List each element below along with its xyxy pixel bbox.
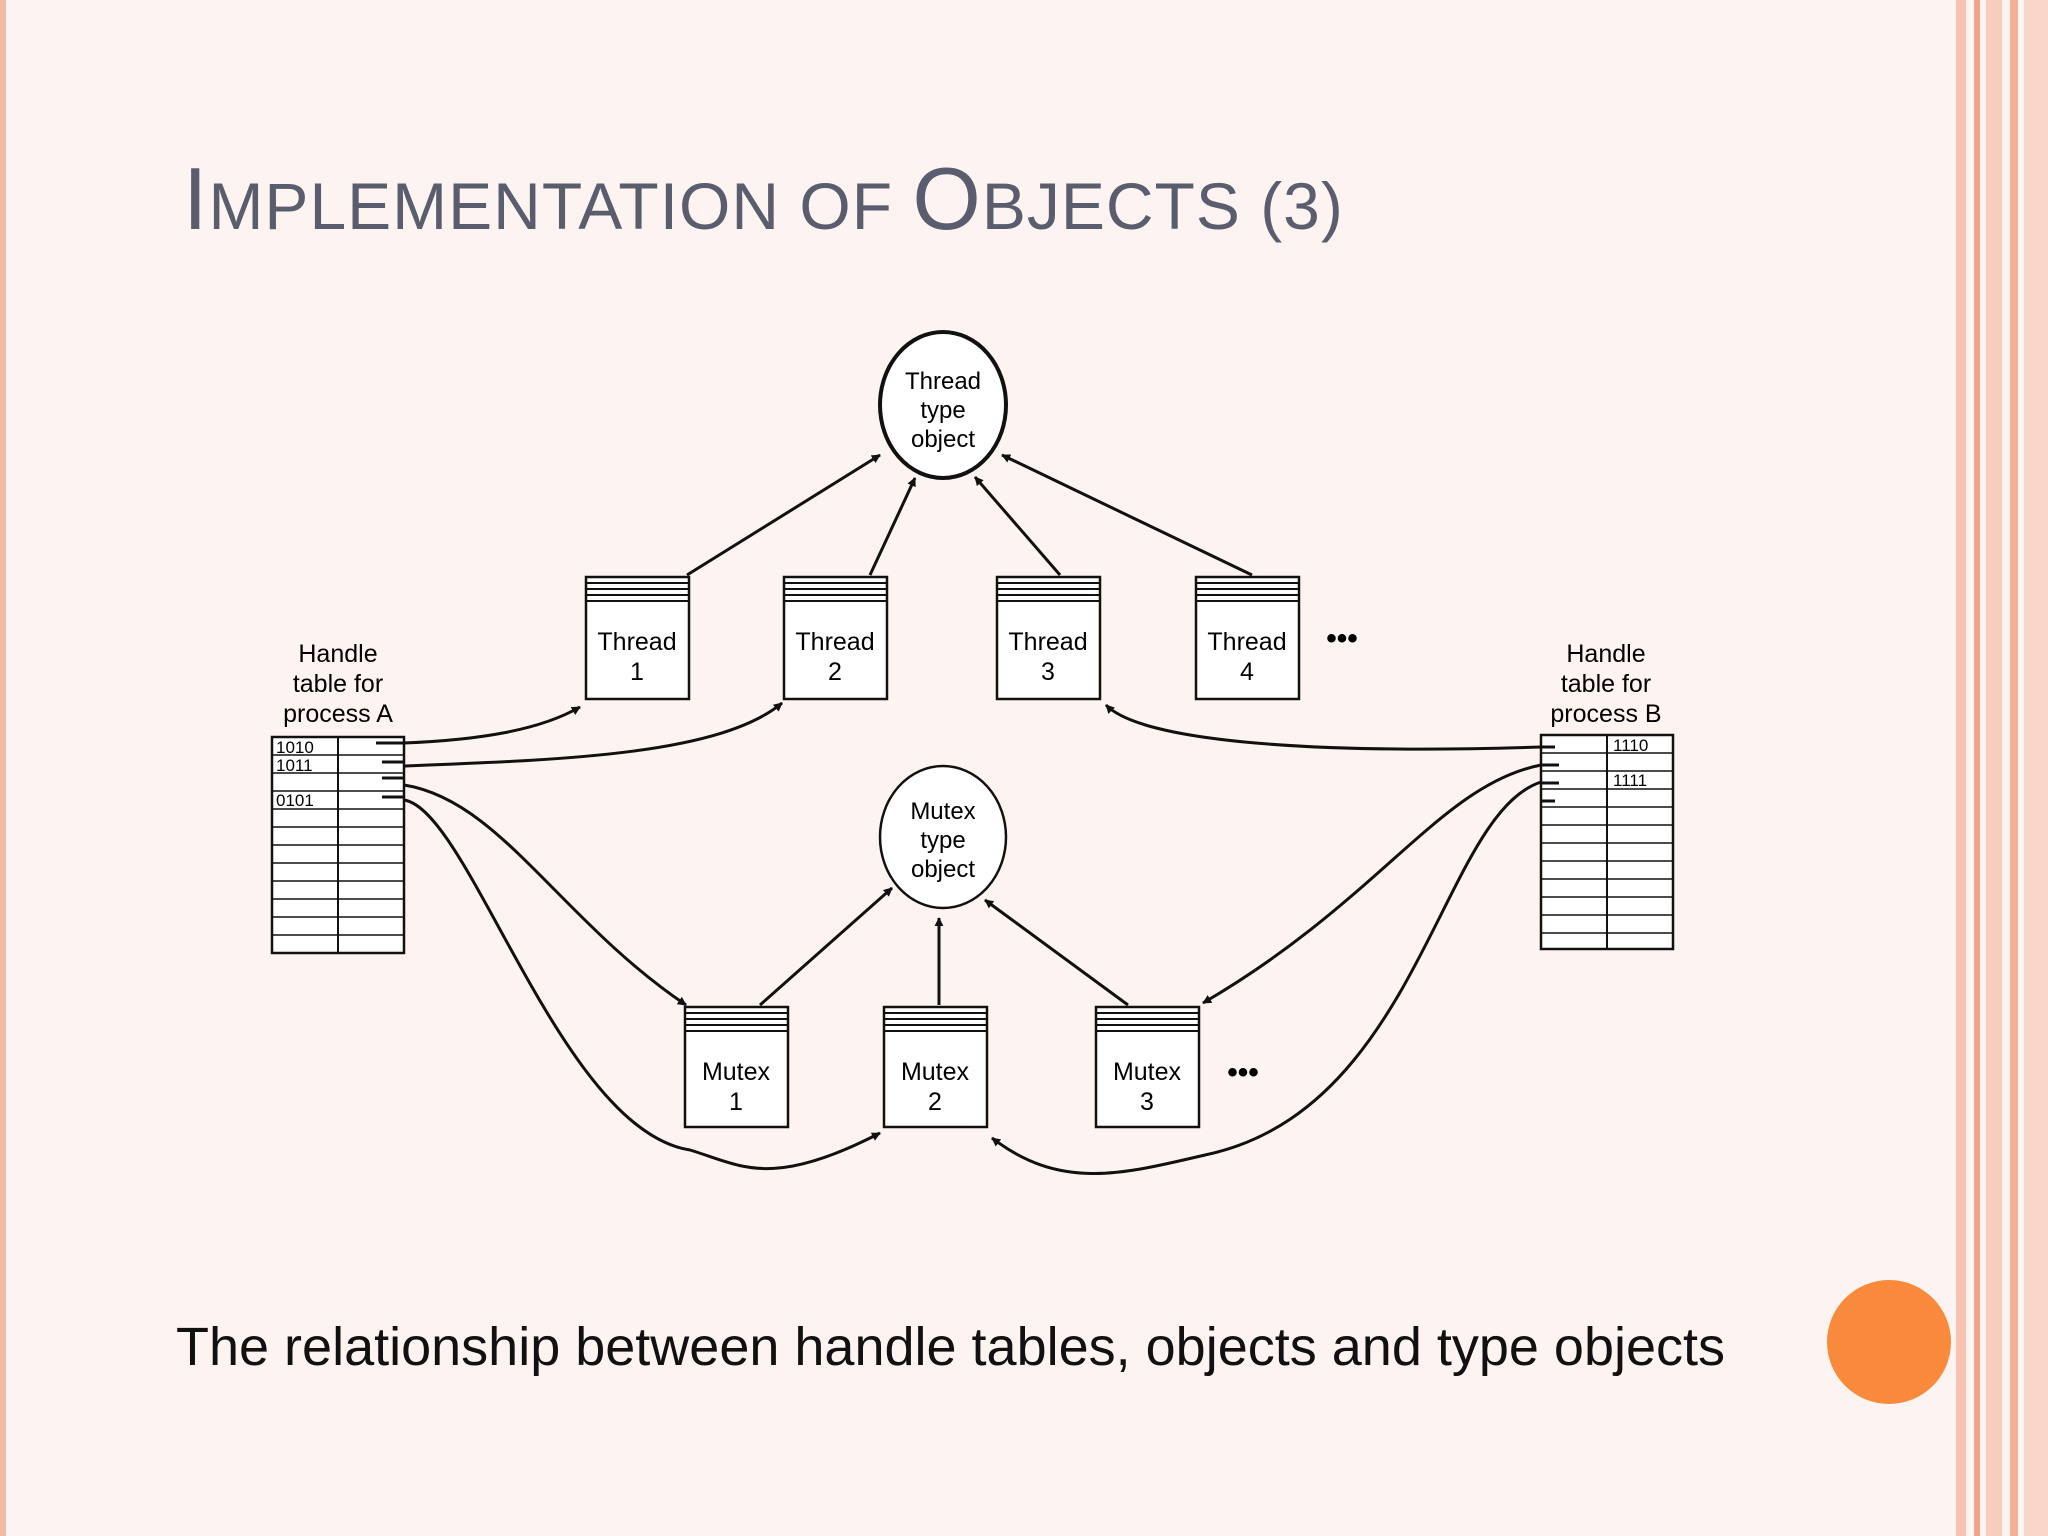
- thread-label: Thread: [795, 628, 874, 656]
- arrow-a-to-thread1: [403, 705, 581, 745]
- right-decor-stripe: [2010, 0, 2018, 1536]
- arrow-b-to-mutex2: [991, 780, 1542, 1175]
- title-rest: MPLEMENTATION OF: [208, 169, 913, 243]
- mutexes-ellipsis: •••: [1227, 1056, 1259, 1089]
- threads-ellipsis: •••: [1326, 622, 1358, 655]
- arrow-b-to-thread3: [1104, 703, 1542, 751]
- mutex-object-1: Mutex 1: [683, 1005, 790, 1129]
- mutex-label: Mutex: [702, 1058, 771, 1086]
- mutex-number: 2: [928, 1088, 942, 1116]
- left-edge-stripe: [0, 0, 6, 1536]
- handle-table-b-label: process B: [1550, 700, 1661, 728]
- handle-entry: 1011: [276, 756, 313, 775]
- mutex-number: 1: [729, 1088, 743, 1116]
- handle-table-b: Handle table for process B 1110 1111: [1539, 640, 1675, 951]
- accent-circle: [1827, 1280, 1951, 1404]
- thread-object-4: Thread 4: [1194, 575, 1301, 701]
- thread-number: 2: [828, 658, 842, 686]
- arrow-a-to-mutex2: [403, 798, 881, 1171]
- table-b-arrows: [991, 703, 1559, 1175]
- mutex-type-object: Mutex type object: [878, 764, 1008, 910]
- right-decor-stripe: [1956, 0, 1966, 1536]
- handle-table-b-label: table for: [1561, 670, 1651, 698]
- mutex-type-label: Mutex: [910, 798, 975, 825]
- arrow-a-to-thread2: [403, 701, 783, 768]
- handle-entry: 1111: [1613, 771, 1647, 790]
- arrow-b-to-mutex3: [1202, 763, 1542, 1005]
- handle-table-b-label: Handle: [1566, 640, 1645, 668]
- arrow-a-to-mutex1: [403, 783, 687, 1007]
- arrow-thread3-to-type: [973, 476, 1062, 576]
- mutex-label: Mutex: [901, 1058, 970, 1086]
- slide-caption: The relationship between handle tables, …: [176, 1317, 1726, 1377]
- handle-table-a: Handle table for process A 1010 1011 010…: [270, 640, 406, 955]
- title-initial: O: [912, 149, 982, 248]
- slide-title: IMPLEMENTATION OF OBJECTS (3): [183, 148, 1344, 250]
- handle-entry: 0101: [276, 791, 314, 810]
- title-rest: BJECTS (3): [981, 169, 1344, 243]
- thread-type-label: object: [911, 426, 975, 453]
- arrow-mutex1-to-type: [759, 886, 893, 1007]
- type-object-arrows: [686, 453, 1253, 1007]
- thread-type-object: Thread type object: [878, 330, 1008, 480]
- right-decor-stripe: [2024, 0, 2048, 1536]
- handle-table-a-label: process A: [283, 700, 393, 728]
- handle-entry: 1110: [1613, 736, 1648, 755]
- arrow-thread1-to-type: [686, 453, 881, 577]
- arrow-thread4-to-type: [1001, 453, 1253, 577]
- mutex-label: Mutex: [1113, 1058, 1182, 1086]
- handle-entry: 1010: [276, 738, 314, 757]
- thread-object-2: Thread 2: [782, 575, 889, 701]
- thread-number: 3: [1041, 658, 1055, 686]
- thread-number: 1: [630, 658, 644, 686]
- thread-object-1: Thread 1: [584, 575, 691, 701]
- handle-table-a-label: table for: [293, 670, 383, 698]
- thread-label: Thread: [1008, 628, 1087, 656]
- mutex-type-label: type: [920, 827, 965, 854]
- thread-type-label: type: [920, 397, 965, 424]
- thread-object-3: Thread 3: [995, 575, 1102, 701]
- thread-label: Thread: [597, 628, 676, 656]
- thread-type-label: Thread: [905, 368, 981, 395]
- handle-table-a-label: Handle: [298, 640, 377, 668]
- mutex-object-3: Mutex 3: [1094, 1005, 1201, 1129]
- table-a-arrows: [376, 701, 881, 1171]
- arrow-mutex3-to-type: [984, 898, 1129, 1007]
- thread-number: 4: [1240, 658, 1254, 686]
- right-decor-stripe: [1986, 0, 2002, 1536]
- right-decor-stripe: [1974, 0, 1980, 1536]
- mutex-number: 3: [1140, 1088, 1154, 1116]
- title-initial: I: [183, 149, 209, 248]
- mutex-type-label: object: [911, 856, 975, 883]
- arrow-thread2-to-type: [868, 477, 917, 576]
- thread-label: Thread: [1207, 628, 1286, 656]
- mutex-object-2: Mutex 2: [882, 1005, 989, 1129]
